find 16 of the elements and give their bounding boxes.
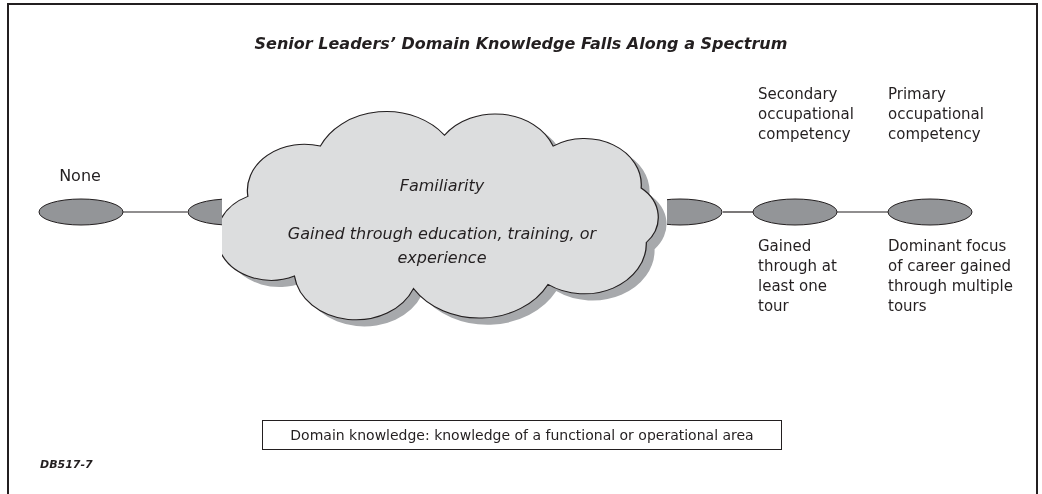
node-caption: Secondary occupational competency	[758, 85, 854, 143]
connector-line	[722, 211, 754, 213]
connector-line	[836, 211, 889, 213]
definition-box: Domain knowledge: knowledge of a functional or operational area	[262, 420, 782, 450]
connector-line	[122, 211, 189, 213]
node-caption: None	[59, 166, 101, 185]
node-caption: Primary occupational competency	[888, 85, 984, 143]
figure-number: DB517-7	[40, 458, 93, 471]
ellipse-node	[887, 198, 973, 226]
ellipse-node	[38, 198, 124, 226]
ellipse-node	[752, 198, 838, 226]
diagram-title: Senior Leaders’ Domain Knowledge Falls Along a Spectrum	[254, 34, 788, 53]
node-caption: Gained through at least one tour	[758, 237, 837, 315]
description-text: Gained through education, training, or experience	[287, 224, 597, 267]
cloud-heading: Familiarity	[399, 176, 485, 195]
node-caption: Dominant focus of career gained through multiple tours	[888, 237, 1013, 315]
